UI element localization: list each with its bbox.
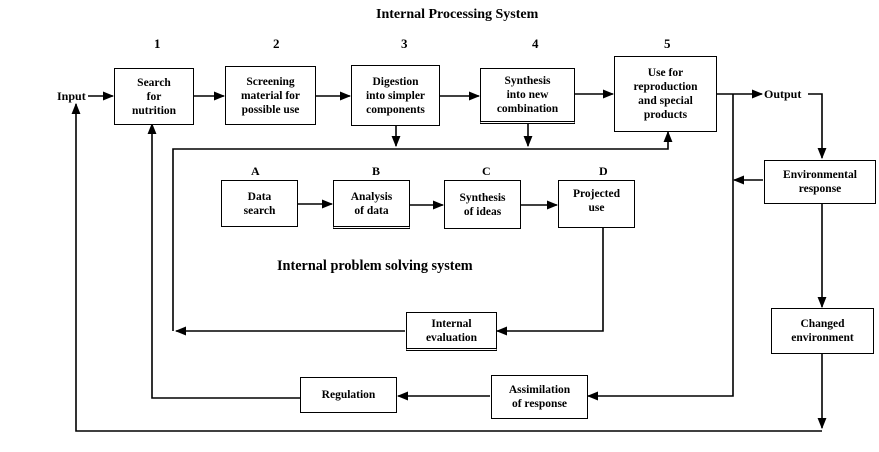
stage-number-5: 5 [664,36,671,51]
stage-number-3: 3 [401,36,408,51]
internal-evaluation-box: Internal evaluation [406,312,497,351]
step-letter-C: C [482,164,491,178]
step-letter-A: A [251,164,260,178]
stage-number-2: 2 [273,36,280,51]
environmental-response-box: Environmental response [764,160,876,204]
step-box-analysis: Analysis of data [333,180,410,229]
stage-number-4: 4 [532,36,539,51]
stage-box-use: Use for reproduction and special product… [614,56,717,132]
loop-to-box5 [172,130,673,331]
step-letter-B: B [372,164,381,178]
diagram-title: Internal Processing System [376,7,539,22]
changed-environment-box: Changed environment [771,308,874,354]
stage-box-synthesis: Synthesis into new combination [480,68,575,124]
subsystem-title: Internal problem solving system [277,258,473,274]
output-to-env [808,93,827,160]
step-box-synthesis-ideas: Synthesis of ideas [444,180,521,229]
output-feedback-line [586,94,734,401]
D-to-eval [495,228,604,336]
bottom-feedback-line [71,102,822,432]
step-box-projected-use: Projected use [558,180,635,228]
step-box-data-search: Data search [221,180,298,227]
step-letter-D: D [599,164,608,178]
output-label: Output [764,87,802,101]
input-label: Input [57,89,86,103]
assimilation-box: Assimilation of response [491,375,588,419]
stage-box-screening: Screening material for possible use [225,66,316,125]
stage-number-1: 1 [154,36,161,51]
regulation-to-search [147,122,300,399]
regulation-box: Regulation [300,377,397,413]
stage-box-digestion: Digestion into simpler components [351,65,440,126]
stage-box-search: Search for nutrition [114,68,194,125]
